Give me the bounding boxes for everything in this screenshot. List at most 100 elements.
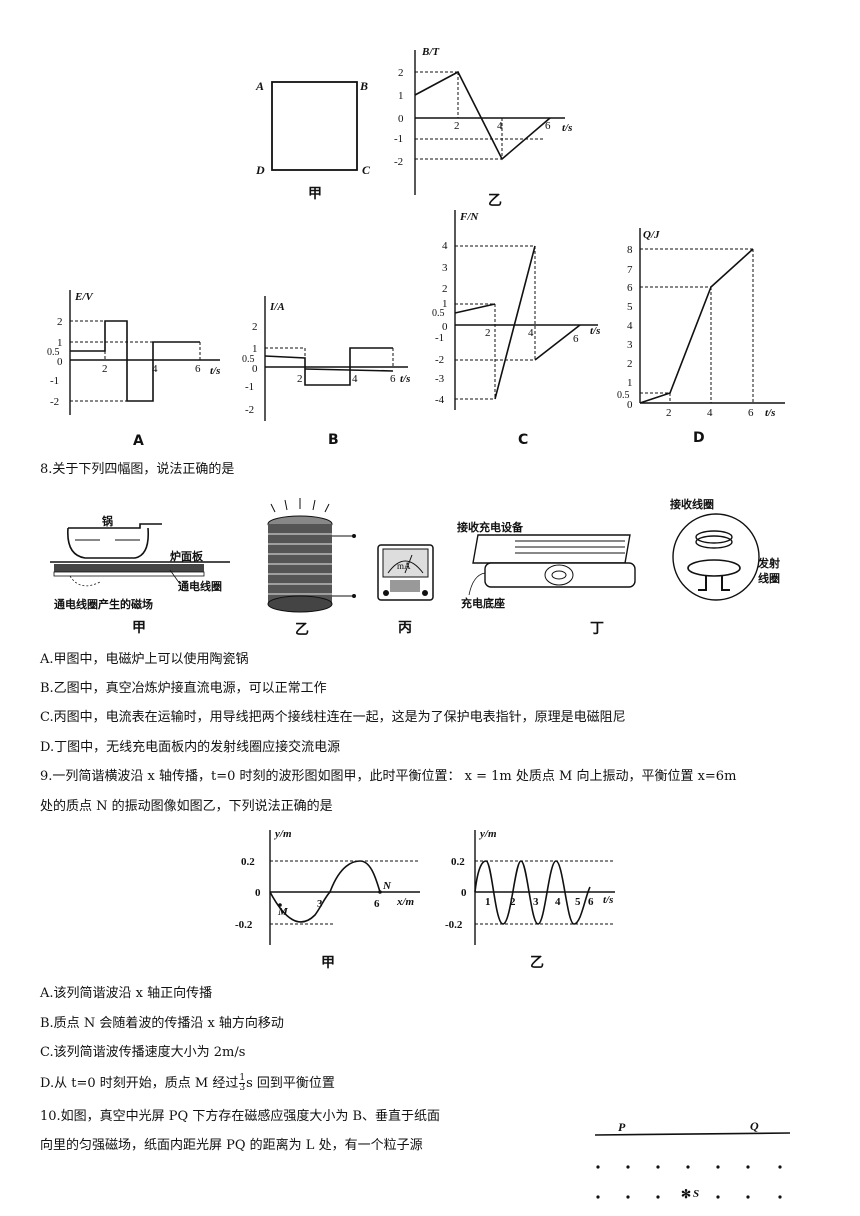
- e-curve: [70, 320, 200, 402]
- option-graph-a: E/V t/s 2 1 0.5 0 -1 -2 2 4 6 A: [47, 290, 220, 449]
- e-ytick: -1: [50, 375, 59, 387]
- i-curve: [264, 347, 393, 386]
- bt-ytick: 2: [398, 67, 404, 79]
- q-ytick: 8: [627, 244, 633, 256]
- q9-option-d-post: s 回到平衡位置: [246, 1076, 335, 1091]
- q-ytick: 1: [627, 377, 633, 389]
- option-c-label: C: [518, 432, 528, 448]
- osc-xtick: 6: [588, 896, 594, 908]
- i-ytick: 1: [252, 343, 258, 355]
- f-xlabel: t/s: [590, 325, 600, 337]
- q-ytick: 6: [627, 282, 633, 294]
- wave-curve: [269, 860, 381, 923]
- q-ytick: 7: [627, 264, 633, 276]
- label-cichang: 通电线圈产生的磁场: [54, 597, 153, 611]
- e-ytick: 0.5: [47, 347, 60, 358]
- i-ytick: -1: [245, 381, 254, 393]
- bt-ylabel: B/T: [421, 46, 440, 58]
- f-xtick: 2: [485, 327, 491, 339]
- label-p: P: [618, 1120, 626, 1134]
- option-graph-b: I/A t/s 2 1 0.5 0 -1 -2 2 4 6 B: [242, 296, 410, 448]
- q-ytick: 2: [627, 358, 633, 370]
- q10-line2: 向里的匀强磁场，纸面内距光屏 PQ 的距离为 L 处，有一个粒子源: [40, 1138, 423, 1153]
- f-ytick: 3: [442, 262, 448, 274]
- i-xtick: 4: [352, 373, 358, 385]
- q-xtick: 2: [666, 407, 672, 419]
- label-guo: 锅: [102, 514, 113, 528]
- f-ytick: 4: [442, 240, 448, 252]
- q-ylabel: Q/J: [643, 229, 660, 241]
- q8-figure-yi: 乙: [267, 498, 356, 638]
- option-b-label: B: [328, 432, 339, 448]
- wave-xtick: 6: [374, 898, 380, 910]
- q8-figure-jia: 锅 炉面板 通电线圈 通电线圈产生的磁场 甲: [50, 514, 230, 636]
- e-ytick: 1: [57, 337, 63, 349]
- q9-stem-line2: 处的质点 N 的振动图像如图乙，下列说法正确的是: [40, 799, 333, 814]
- e-xtick: 6: [195, 363, 201, 375]
- e-xlabel: t/s: [210, 365, 220, 377]
- bt-xtick: 6: [545, 120, 551, 132]
- wave-ylabel: y/m: [273, 828, 292, 840]
- f-ytick: 1: [442, 298, 448, 310]
- osc-xtick: 1: [485, 896, 491, 908]
- label-d: D: [255, 163, 265, 177]
- q9-option-a: A.该列简谐波沿 x 轴正向传播: [40, 986, 213, 1001]
- q8-option-b: B.乙图中，真空冶炼炉接直流电源，可以正常工作: [40, 681, 327, 696]
- label-chongdian-dizuo: 充电底座: [461, 596, 505, 610]
- i-ytick: 2: [252, 321, 258, 333]
- label-a: A: [255, 79, 264, 93]
- q-xtick: 6: [748, 407, 754, 419]
- e-ytick: 2: [57, 316, 63, 328]
- f-ylabel: F/N: [459, 211, 479, 223]
- bt-ytick: -2: [394, 156, 403, 168]
- f-ytick: 2: [442, 283, 448, 295]
- label-q: Q: [750, 1119, 759, 1133]
- label-ma: mA: [397, 561, 411, 571]
- osc-ytick: 0.2: [451, 856, 465, 868]
- osc-ytick: 0: [461, 887, 467, 899]
- f-xtick: 6: [573, 333, 579, 345]
- bt-xtick: 2: [454, 120, 460, 132]
- i-ylabel: I/A: [269, 301, 285, 313]
- screen-pq: [594, 1132, 791, 1136]
- caption-jia-q9: 甲: [321, 955, 335, 971]
- f-ytick: 0: [442, 321, 448, 333]
- option-graph-c: F/N t/s 4 3 2 1 0.5 0 -1 -2 -3 -4 2 4 6 …: [432, 210, 600, 448]
- caption-yi-q9: 乙: [530, 955, 544, 971]
- wave-ytick: -0.2: [235, 919, 253, 931]
- q-ytick: 3: [627, 339, 633, 351]
- caption-jia-top: 甲: [308, 186, 322, 202]
- label-m: M: [277, 906, 289, 918]
- caption-jia-q8: 甲: [132, 620, 146, 636]
- caption-yi-top: 乙: [488, 193, 502, 209]
- f-ytick: -4: [435, 394, 445, 406]
- wave-xlabel: x/m: [396, 896, 415, 908]
- q9-option-c: C.该列简谐波传播速度大小为 2m/s: [40, 1045, 246, 1060]
- osc-xtick: 2: [510, 896, 516, 908]
- q10-figure: P Q ✻ S: [594, 1119, 791, 1201]
- wave-ytick: 0.2: [241, 856, 255, 868]
- f-ytick: -2: [435, 354, 444, 366]
- i-xtick: 2: [297, 373, 303, 385]
- f-ytick: -1: [435, 332, 444, 344]
- i-ytick: 0.5: [242, 354, 255, 365]
- q9-oscillation-graph: y/m t/s 0.2 0 -0.2 1 2 3 4 5 6 乙: [445, 828, 615, 971]
- q8-stem: 8.关于下列四幅图，说法正确的是: [40, 462, 235, 477]
- e-ytick: 0: [57, 356, 63, 368]
- osc-ytick: -0.2: [445, 919, 463, 931]
- q9-option-b: B.质点 N 会随着波的传播沿 x 轴方向移动: [40, 1016, 284, 1031]
- e-xtick: 2: [102, 363, 108, 375]
- bt-chart: B/T t/s 2 1 0 -1 -2 2 4 6 乙: [394, 46, 572, 209]
- osc-xtick: 3: [533, 896, 539, 908]
- f-ytick: 0.5: [432, 308, 445, 319]
- bt-xlabel: t/s: [562, 122, 572, 134]
- label-c: C: [362, 163, 371, 177]
- option-graph-d: Q/J t/s 8 7 6 5 4 3 2 1 0.5 0 2 4 6 D: [617, 228, 785, 446]
- label-jieshou-device: 接收充电设备: [457, 520, 524, 534]
- q9-wave-graph: y/m x/m 0.2 0 -0.2 3 6 M N 甲: [235, 828, 420, 971]
- q8-figure-bing: mA 丙: [377, 544, 434, 636]
- square-figure: A B C D 甲: [255, 79, 371, 202]
- osc-xtick: 5: [575, 896, 581, 908]
